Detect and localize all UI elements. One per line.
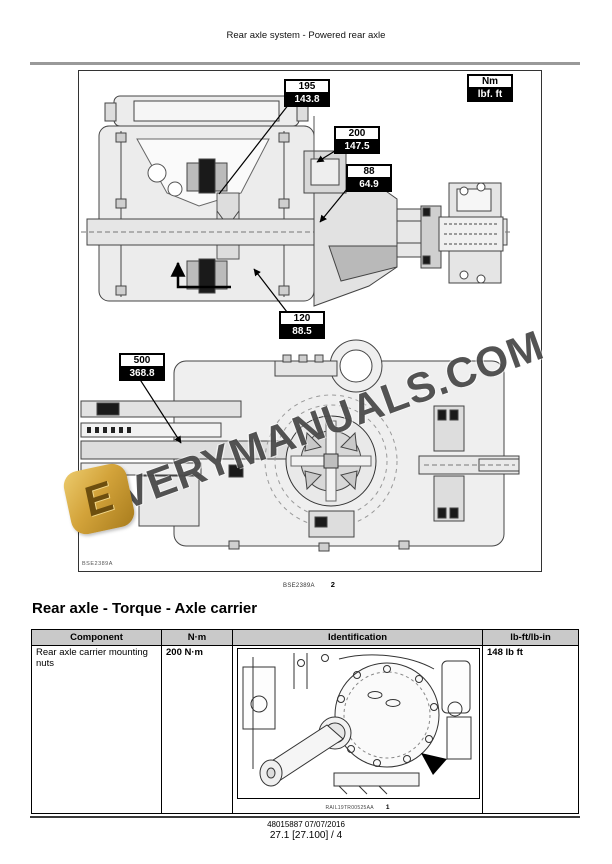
component-cell: Rear axle carrier mounting nuts [31, 645, 162, 814]
lbft-value-cell: 148 lb ft [482, 645, 579, 814]
photo-caption: RAIL19TR00525AA 1 [237, 801, 478, 812]
torque-lbf-value: 64.9 [346, 179, 392, 192]
units-legend: Nm lbf. ft [467, 74, 513, 102]
footer-document-number: 48015887 07/07/2016 [267, 820, 345, 829]
torque-lbf-value: 147.5 [334, 141, 380, 154]
figure-caption: BSE2389A 2 [78, 574, 540, 592]
torque-nm-value: 88 [346, 164, 392, 179]
page-header-title: Rear axle system - Powered rear axle [226, 30, 386, 41]
units-imperial-label: lbf. ft [467, 89, 513, 102]
torque-nm-value: 120 [279, 311, 325, 326]
units-metric-label: Nm [467, 74, 513, 89]
bottom-axle-drawing [80, 339, 520, 552]
header-rule [30, 62, 580, 65]
torque-lbf-value: 143.8 [284, 94, 330, 107]
torque-callout-195: 195 143.8 [284, 79, 330, 107]
figure-frame: EVERYMANUALS.COM E Nm lbf. ft 195 143.8 … [61, 70, 550, 572]
photo-number: 1 [385, 804, 390, 811]
identification-photo [237, 648, 480, 799]
torque-nm-value: 500 [119, 353, 165, 368]
torque-lbf-value: 88.5 [279, 326, 325, 339]
page-footer: 48015887 07/07/2016 27.1 [27.100] / 4 [0, 820, 612, 841]
footer-page-number: 27.1 [27.100] / 4 [269, 830, 343, 841]
table-row: Rear axle carrier mounting nuts 200 N·m [31, 645, 579, 814]
column-header-nm: N·m [161, 629, 233, 646]
torque-nm-value: 200 [334, 126, 380, 141]
top-axle-drawing [81, 95, 511, 307]
torque-callout-88: 88 64.9 [346, 164, 392, 192]
watermark-logo-letter: E [80, 471, 118, 526]
callout-leader-lines [138, 103, 348, 444]
column-header-identification: Identification [232, 629, 483, 646]
photo-reference: RAIL19TR00525AA [325, 805, 374, 811]
torque-callout-200: 200 147.5 [334, 126, 380, 154]
photo-pointer-arrow-icon [421, 753, 447, 775]
watermark-logo-icon: E [61, 461, 137, 537]
torque-lbf-value: 368.8 [119, 368, 165, 381]
torque-callout-120: 120 88.5 [279, 311, 325, 339]
column-header-component: Component [31, 629, 162, 646]
section-title: Rear axle - Torque - Axle carrier [32, 600, 258, 617]
torque-table: Component N·m Identification lb-ft/lb-in… [31, 629, 579, 814]
footer-rule [30, 816, 580, 818]
figure-number: 2 [330, 580, 335, 589]
figure-inner-reference: BSE2389A [82, 561, 113, 567]
figure-caption-reference: BSE2389A [283, 583, 315, 589]
axle-carrier-photo-drawing [242, 653, 472, 795]
column-header-lbft: lb-ft/lb-in [482, 629, 579, 646]
torque-callout-500: 500 368.8 [119, 353, 165, 381]
torque-nm-value: 195 [284, 79, 330, 94]
identification-cell: RAIL19TR00525AA 1 [232, 645, 483, 814]
table-header-row: Component N·m Identification lb-ft/lb-in [31, 629, 579, 646]
nm-value-cell: 200 N·m [161, 645, 233, 814]
axle-cross-section-diagram [80, 95, 520, 552]
